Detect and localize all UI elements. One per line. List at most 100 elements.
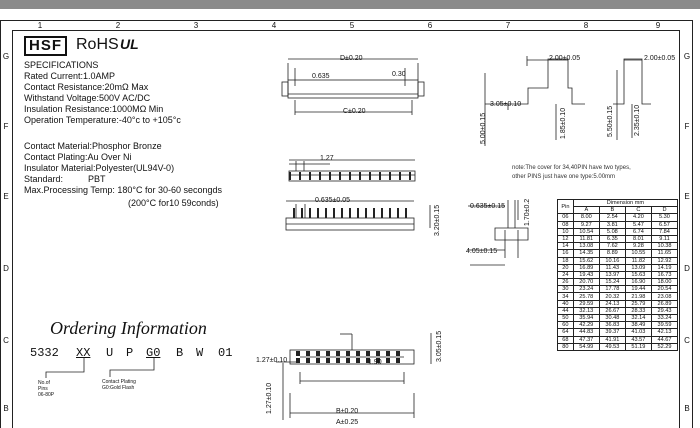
note-plating-1: Contact Plating <box>102 379 136 385</box>
table-cell-value: 36.83 <box>598 321 626 330</box>
table-cell-value: 14.19 <box>650 263 679 272</box>
table-cell-value: 7.84 <box>650 227 679 236</box>
table-cell-pin: 14 <box>557 242 574 251</box>
spec-line-resistance: Contact Resistance:20mΩ Max <box>24 82 149 92</box>
table-cell-value: 19.43 <box>572 270 600 280</box>
table-cell-value: 19.44 <box>624 285 652 294</box>
table-cell-value: 28.33 <box>624 306 652 316</box>
table-cell-pin: 06 <box>557 213 574 222</box>
table-cell-value: 43.57 <box>624 335 652 344</box>
table-header-b: B <box>598 206 626 215</box>
table-cell-value: 25.79 <box>624 299 652 308</box>
part-code-plating: G0 <box>146 346 161 360</box>
table-cell-value: 49.53 <box>598 342 626 351</box>
table-cell-pin: 60 <box>557 321 574 330</box>
table-cell-value: 9.27 <box>572 220 600 229</box>
table-cell-value: 11.43 <box>598 263 626 272</box>
table-cell-value: 51.19 <box>624 342 652 351</box>
table-cell-value: 26.89 <box>650 299 679 308</box>
table-cell-value: 20.54 <box>650 285 679 294</box>
table-cell-value: 2.54 <box>598 213 626 222</box>
table-cell-value: 10.54 <box>572 227 600 236</box>
table-cell-value: 41.91 <box>598 335 626 344</box>
table-cell-value: 5.08 <box>598 227 626 236</box>
dim-0635-pin: 0.635±0.15 <box>470 203 505 210</box>
note-plating-2: G0:Gold Flash <box>102 385 135 391</box>
spec-heading: SPECIFICATIONS <box>24 60 99 70</box>
material-temp: Max.Processing Temp: 180°C for 30-60 sec… <box>24 185 223 195</box>
note-pins-2: Pins <box>38 386 48 392</box>
row-label-c-right: C <box>684 336 690 345</box>
row-label-e-right: E <box>684 192 690 201</box>
dim-306: 3.05±0.15 <box>436 330 443 362</box>
dim-a: A±0.25 <box>336 419 359 426</box>
table-cell-value: 3.81 <box>598 220 626 229</box>
table-cell-pin: 44 <box>557 306 574 316</box>
part-code-series: 5332 <box>30 346 59 360</box>
table-cell-value: 20.70 <box>572 278 600 287</box>
material-temp-alt: (200°C for10 59conds) <box>128 198 219 208</box>
table-cell-value: 15.24 <box>598 278 626 287</box>
row-label-d-right: D <box>684 264 690 273</box>
table-cell-pin: 16 <box>557 249 574 258</box>
table-cell-value: 16.90 <box>624 278 652 287</box>
table-cell-pin: 10 <box>557 227 574 236</box>
table-cell-value: 29.43 <box>650 306 679 316</box>
table-header-a: A <box>572 206 600 215</box>
table-cell-value: 13.08 <box>572 242 600 251</box>
table-cell-value: 21.98 <box>624 292 652 301</box>
note-pins-3: 06-80P <box>38 392 55 398</box>
dim-200-b: 2.00±0.05 <box>644 55 676 62</box>
table-cell-value: 38.49 <box>624 321 652 330</box>
table-cell-value: 47.37 <box>572 335 600 344</box>
table-cell-pin: 18 <box>557 256 574 265</box>
material-standard: Standard: PBT <box>24 174 106 184</box>
table-cell-pin: 26 <box>557 278 574 287</box>
col-label-3: 3 <box>193 21 199 30</box>
table-cell-value: 4.20 <box>624 213 652 222</box>
table-cell-value: 41.03 <box>624 328 652 337</box>
dim-0635-front: 0.635±0.05 <box>315 197 350 204</box>
dim-0635: 0.635 <box>312 73 330 80</box>
col-label-2: 2 <box>115 21 121 30</box>
table-cell-value: 8.00 <box>572 213 600 222</box>
table-cell-pin: 20 <box>557 263 574 272</box>
table-cell-value: 5.30 <box>650 213 679 222</box>
table-cell-pin: 34 <box>557 292 574 301</box>
table-cell-pin: 50 <box>557 313 574 323</box>
table-cell-pin: 80 <box>557 342 574 351</box>
material-contact: Contact Material:Phosphor Bronze <box>24 141 162 151</box>
hsf-logo: HSF <box>24 36 67 56</box>
table-cell-value: 23.08 <box>650 292 679 301</box>
dim-320: 3.20±0.15 <box>434 204 441 236</box>
row-label-f-right: F <box>684 122 690 131</box>
dim-235: 2.35±0.10 <box>634 104 641 136</box>
dim-b: B±0.20 <box>336 408 359 415</box>
table-cell-value: 13.09 <box>624 263 652 272</box>
row-label-d-left: D <box>3 264 9 273</box>
table-cell-pin: 64 <box>557 328 574 337</box>
table-cell-value: 8.01 <box>624 234 652 244</box>
dim-d: D±0.20 <box>340 55 363 62</box>
table-cell-value: 44.83 <box>572 328 600 337</box>
table-cell-value: 16.73 <box>650 270 679 280</box>
table-cell-pin: 68 <box>557 335 574 344</box>
part-code-suffix: 01 <box>218 346 233 360</box>
ordering-title: Ordering Information <box>50 318 207 338</box>
col-label-1: 1 <box>37 21 43 30</box>
table-cell-value: 12.92 <box>650 256 679 265</box>
dim-200-a: 2.00±0.05 <box>549 55 581 62</box>
table-cell-value: 11.65 <box>650 249 679 258</box>
col-label-9: 9 <box>655 21 661 30</box>
